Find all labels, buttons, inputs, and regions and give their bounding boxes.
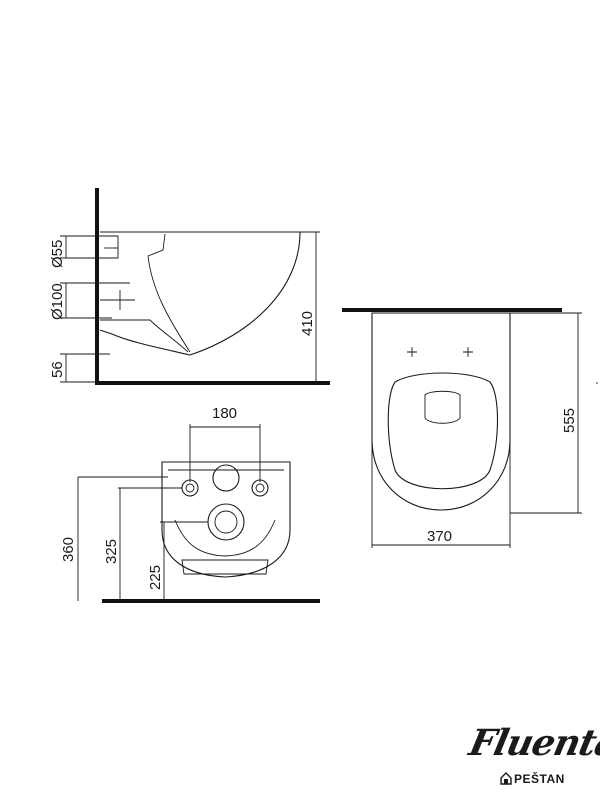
front-view-body xyxy=(161,461,291,578)
front-view-outlet xyxy=(207,503,245,541)
front-view-bolt-right-inner xyxy=(255,483,265,493)
dim-height-label: 410 xyxy=(299,311,316,336)
dim-bolt-spacing-label: 180 xyxy=(212,405,237,422)
logo-script-text: Fluenta xyxy=(465,722,600,764)
top-view-seat-opening xyxy=(387,372,499,490)
dim-width-label: 370 xyxy=(427,528,452,545)
side-view-bowl xyxy=(99,231,301,356)
dim-length-lines xyxy=(510,312,582,514)
dim-outlet-height-lines xyxy=(160,521,208,601)
dim-height-lines xyxy=(300,231,320,383)
top-view-bolt-left xyxy=(407,347,417,357)
dim-inlet-label: Ø100 xyxy=(49,283,66,320)
logo-brand-text: PEŠTAN xyxy=(514,772,565,786)
side-view-inner-line xyxy=(100,290,189,353)
fluenta-pestan-logo: Fluenta PEŠTAN xyxy=(462,722,600,794)
dim-length-label: 555 xyxy=(561,408,578,433)
dim-floor-gap-lines xyxy=(60,353,110,383)
dim-bolt-spacing-lines xyxy=(189,424,261,482)
front-view-outlet-inner xyxy=(214,510,238,534)
front-view-inlet xyxy=(212,464,240,492)
front-view-bolt-left-inner xyxy=(185,483,195,493)
dim-bolt-height-lines xyxy=(118,487,182,601)
dim-outlet-lines xyxy=(60,235,118,259)
top-view: 555 370 xyxy=(342,308,598,548)
top-view-seat-inner xyxy=(424,390,461,424)
top-view-bolt-right xyxy=(463,347,473,357)
dim-total-height-lines xyxy=(77,476,168,601)
front-view-bolt-left xyxy=(181,479,199,497)
front-view-bolt-right xyxy=(251,479,269,497)
dim-floor-gap-label: 56 xyxy=(49,361,66,378)
dim-inlet-lines xyxy=(60,282,130,319)
dim-outlet-label: Ø55 xyxy=(49,240,66,268)
dim-bolt-height-label: 325 xyxy=(103,539,120,564)
front-view: 180 360 325 225 xyxy=(60,405,320,603)
front-view-body-inner xyxy=(168,469,284,557)
dim-width-lines xyxy=(371,440,511,548)
side-view: Ø55 Ø100 56 410 xyxy=(49,188,330,385)
house-icon xyxy=(500,772,512,785)
side-view-rim xyxy=(104,235,119,259)
side-view-bowl-inner xyxy=(147,233,191,353)
top-view-bowl xyxy=(371,312,511,511)
dim-outlet-height-label: 225 xyxy=(147,565,164,590)
front-view-base xyxy=(181,559,269,575)
dim-total-height-label: 360 xyxy=(60,537,77,562)
